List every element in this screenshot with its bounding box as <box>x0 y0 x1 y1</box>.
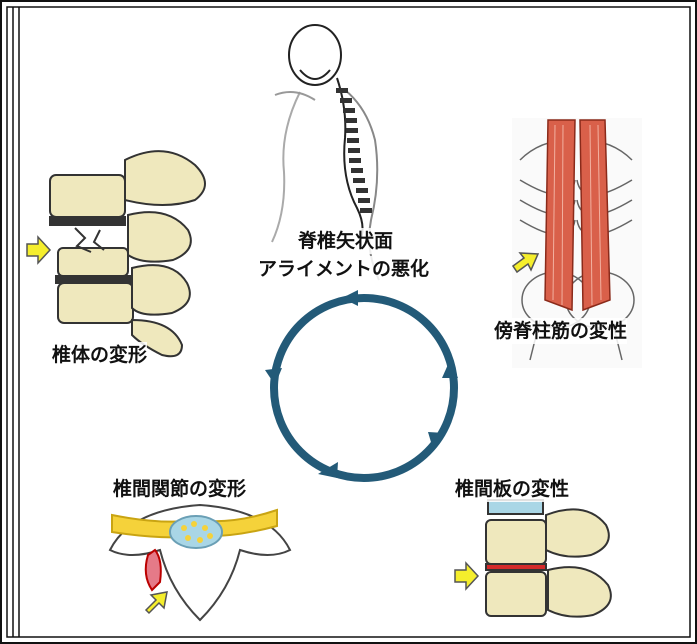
disc-degeneration-icon <box>486 500 611 617</box>
indicator-arrow-left <box>27 237 50 263</box>
label-bottom-left: 椎間関節の変形 <box>113 476 246 502</box>
label-top-line2: アライメントの悪化 <box>258 256 429 282</box>
label-top-line1: 脊椎矢状面 <box>298 228 393 254</box>
indicator-arrow-facet <box>146 592 167 613</box>
spine-vertebrae <box>336 88 372 213</box>
indicator-arrow-disc <box>455 563 478 589</box>
label-right: 傍脊柱筋の変性 <box>494 318 627 344</box>
fractured-vertebra-icon <box>50 151 205 356</box>
label-bottom-right: 椎間板の変性 <box>455 476 569 502</box>
cycle-arrow-icon <box>274 298 454 478</box>
facet-joint-icon <box>110 505 290 620</box>
label-left: 椎体の変形 <box>52 342 147 368</box>
